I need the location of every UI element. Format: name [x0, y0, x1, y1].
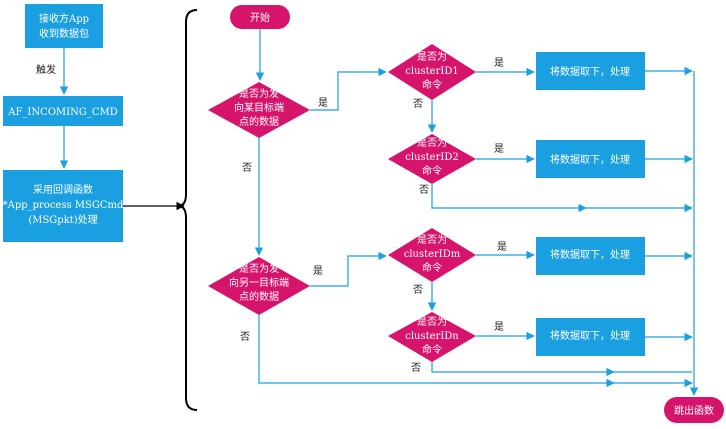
- a-yes-label: 是: [318, 97, 328, 109]
- cluster-n-line-1: 是否为: [417, 316, 447, 328]
- process-2-label: 将数据取下，处理: [550, 153, 630, 166]
- arrow-b-yes: [310, 251, 387, 287]
- process-1-label: 将数据取下，处理: [550, 65, 630, 78]
- decision-cluster-2: 是否为 clusterID2 命令: [388, 134, 476, 184]
- arrow-c2-no: [431, 184, 587, 213]
- decision-cluster-n: 是否为 clusterIDn 命令: [388, 312, 476, 362]
- cm-yes-label: 是: [497, 241, 507, 253]
- decision-cluster-1: 是否为 clusterID1 命令: [388, 44, 476, 100]
- cn-no-label: 否: [411, 362, 421, 374]
- decision-b-line-3: 点的数据: [239, 290, 279, 303]
- start-label: 开始: [250, 11, 270, 24]
- process-box-1: 将数据取下，处理: [536, 52, 645, 90]
- cm-no-label: 否: [413, 284, 423, 296]
- decision-a-line-2: 向某目标端: [234, 101, 284, 114]
- start-node: 开始: [230, 5, 290, 29]
- cn-yes-label: 是: [494, 321, 504, 333]
- c1-no-label: 否: [413, 98, 423, 110]
- cluster-m-line-1: 是否为: [417, 234, 447, 246]
- process-m-label: 将数据取下，处理: [550, 248, 630, 261]
- cluster-2-line-1: 是否为: [417, 137, 447, 149]
- receive-box: 接收方App 收到数据包: [25, 4, 103, 48]
- decision-a: 是否为发 向某目标端 点的数据: [208, 82, 310, 138]
- decision-a-line-3: 点的数据: [239, 115, 279, 128]
- decision-b-line-1: 是否为发: [239, 262, 279, 275]
- arrow-cn-no: [431, 362, 615, 377]
- arrow-a-yes: [310, 67, 387, 111]
- cluster-1-line-3: 命令: [422, 78, 442, 91]
- incoming-cmd-box: AF_INCOMING_CMD: [3, 96, 123, 126]
- cluster-1-line-1: 是否为: [417, 51, 447, 63]
- callback-line-1: 采用回调函数: [33, 183, 93, 196]
- b-no-label: 否: [240, 331, 250, 343]
- process-box-n: 将数据取下，处理: [536, 318, 645, 356]
- callback-line-2: *App_process MSGCmd: [3, 200, 124, 211]
- callback-box: 采用回调函数 *App_process MSGCmd (MSGpkt)处理: [3, 170, 124, 242]
- c2-yes-label: 是: [494, 143, 504, 155]
- c1-yes-label: 是: [494, 57, 504, 69]
- decision-cluster-m: 是否为 clusterIDm 命令: [388, 228, 476, 282]
- cluster-1-line-2: clusterID1: [405, 66, 458, 77]
- decision-b: 是否为发 向另一目标端 点的数据: [208, 257, 310, 315]
- a-no-label: 否: [242, 162, 252, 174]
- curly-brace: [177, 9, 198, 411]
- process-box-m: 将数据取下，处理: [536, 237, 645, 275]
- trigger-label: 触发: [36, 63, 56, 76]
- decision-a-line-1: 是否为发: [239, 87, 279, 100]
- cluster-2-line-3: 命令: [422, 164, 442, 177]
- cluster-n-line-3: 命令: [422, 343, 442, 356]
- process-box-2: 将数据取下，处理: [536, 140, 645, 178]
- decision-b-line-2: 向另一目标端: [229, 276, 289, 289]
- callback-line-3: (MSGpkt)处理: [28, 214, 97, 226]
- process-n-label: 将数据取下，处理: [550, 329, 630, 342]
- end-node: 跳出函数: [664, 397, 724, 423]
- cluster-2-line-2: clusterID2: [405, 152, 458, 163]
- end-label: 跳出函数: [674, 404, 714, 417]
- cluster-m-line-2: clusterIDm: [404, 249, 461, 260]
- arrow-b-no: [258, 315, 615, 388]
- cluster-m-line-3: 命令: [422, 261, 442, 274]
- receive-line-2: 收到数据包: [39, 27, 89, 40]
- incoming-cmd-label: AF_INCOMING_CMD: [7, 107, 118, 118]
- cluster-n-line-2: clusterIDn: [405, 331, 459, 342]
- receive-line-1: 接收方App: [39, 12, 89, 25]
- b-yes-label: 是: [313, 265, 323, 277]
- c2-no-label: 否: [419, 184, 429, 196]
